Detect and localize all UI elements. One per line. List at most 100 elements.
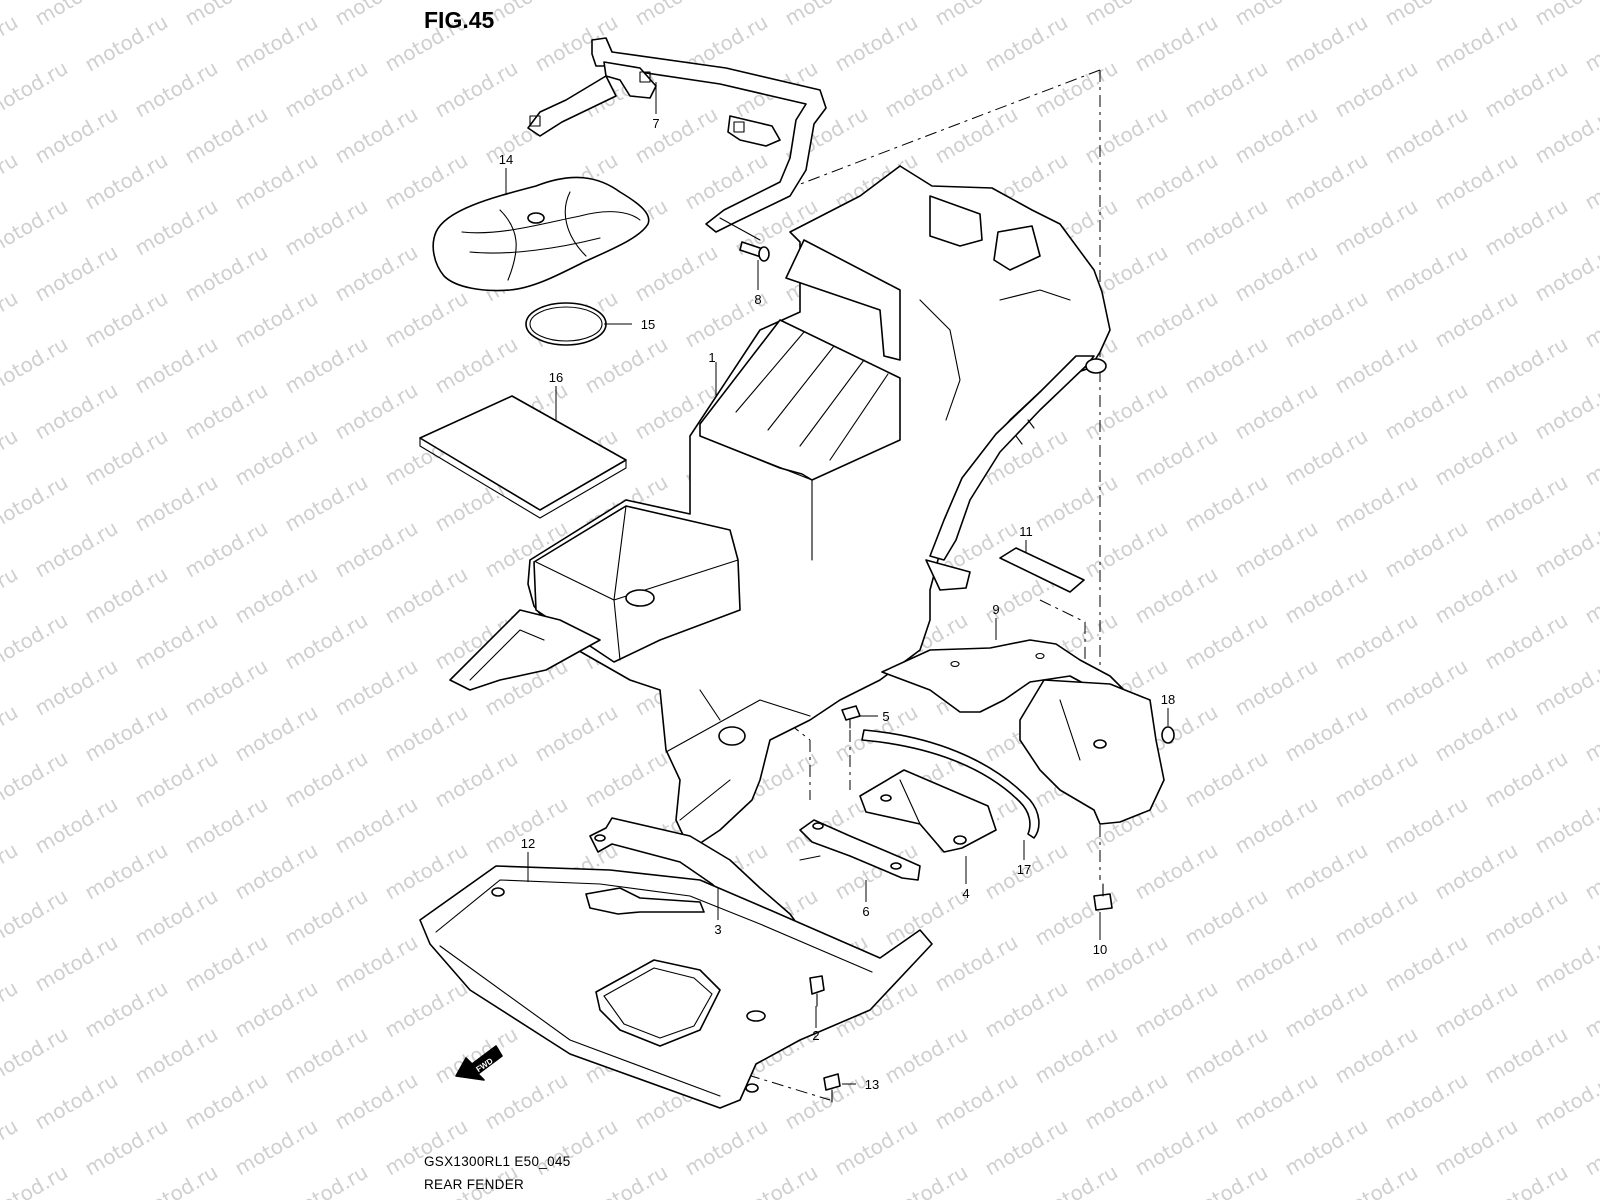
watermark-text: motod.ru: [1131, 148, 1222, 215]
watermark-text: motod.ru: [331, 378, 422, 445]
callout-8: 8: [754, 292, 761, 307]
watermark-text: motod.ru: [0, 884, 72, 951]
callouts: 1 2 3 4 5 6 7 8 9 10 11 12 13 14 15 16 1…: [499, 116, 1175, 1092]
watermark-text: motod.ru: [1431, 700, 1522, 767]
watermark-text: motod.ru: [0, 10, 22, 77]
undertray: [419, 855, 933, 1109]
watermark-text: motod.ru: [1381, 516, 1472, 583]
watermark-text: motod.ru: [81, 838, 172, 905]
watermark-text: motod.ru: [0, 1022, 72, 1089]
watermark-text: motod.ru: [1031, 56, 1122, 123]
watermark-text: motod.ru: [381, 562, 472, 629]
watermark-text: motod.ru: [1331, 56, 1422, 123]
watermark-text: motod.ru: [31, 516, 122, 583]
watermark-text: motod.ru: [131, 470, 222, 537]
watermark-text: motod.ru: [781, 0, 872, 30]
watermark-text: motod.ru: [31, 792, 122, 859]
watermark-text: motod.ru: [331, 654, 422, 721]
watermark-text: motod.ru: [1181, 884, 1272, 951]
watermark-text: motod.ru: [0, 194, 72, 261]
watermark-text: motod.ru: [1381, 654, 1472, 721]
watermark-text: motod.ru: [1481, 56, 1572, 123]
watermark-text: motod.ru: [1281, 424, 1372, 491]
watermark-text: motod.ru: [31, 378, 122, 445]
watermark-text: motod.ru: [1231, 240, 1322, 307]
watermark-text: motod.ru: [331, 1068, 422, 1135]
watermark-text: motod.ru: [0, 424, 22, 491]
watermark-text: motod.ru: [31, 102, 122, 169]
watermark-text: motod.ru: [231, 148, 322, 215]
figure-caption: REAR FENDER: [424, 1177, 524, 1192]
watermark-text: motod.ru: [1381, 102, 1472, 169]
watermark-text: motod.ru: [381, 700, 472, 767]
watermark-text: motod.ru: [1081, 930, 1172, 997]
washer-18: [1161, 726, 1175, 744]
watermark-text: motod.ru: [1081, 378, 1172, 445]
watermark-text: motod.ru: [1481, 884, 1572, 951]
watermark-text: motod.ru: [531, 1114, 622, 1181]
watermark-text: motod.ru: [1131, 10, 1222, 77]
watermark-text: motod.ru: [1531, 1068, 1600, 1135]
watermark-text: motod.ru: [0, 608, 72, 675]
watermark-text: motod.ru: [331, 516, 422, 583]
watermark-text: motod.ru: [181, 1068, 272, 1135]
watermark-text: motod.ru: [1181, 1160, 1272, 1200]
leader-lines: [505, 82, 1169, 1085]
watermark-text: motod.ru: [281, 470, 372, 537]
watermark-text: motod.ru: [1431, 286, 1522, 353]
watermark-text: motod.ru: [1331, 194, 1422, 261]
watermark-text: motod.ru: [81, 562, 172, 629]
watermark-text: motod.ru: [181, 102, 272, 169]
watermark-text: motod.ru: [81, 1114, 172, 1181]
watermark-text: motod.ru: [131, 194, 222, 261]
watermark-text: motod.ru: [1231, 102, 1322, 169]
watermark-text: motod.ru: [881, 1160, 972, 1200]
watermark-text: motod.ru: [1181, 56, 1272, 123]
watermark-text: motod.ru: [1231, 516, 1322, 583]
watermark-text: motod.ru: [1281, 562, 1372, 629]
watermark-text: motod.ru: [281, 608, 372, 675]
watermark-text: motod.ru: [131, 1022, 222, 1089]
watermark-text: motod.ru: [1381, 1068, 1472, 1135]
callout-7: 7: [652, 116, 659, 131]
callout-5: 5: [882, 709, 889, 724]
watermark-text: motod.ru: [1481, 194, 1572, 261]
watermark-text: motod.ru: [231, 976, 322, 1043]
watermark-text: motod.ru: [181, 240, 272, 307]
watermark-text: motod.ru: [281, 746, 372, 813]
watermark-text: motod.ru: [1131, 562, 1222, 629]
watermark-text: motod.ru: [1231, 0, 1322, 30]
callout-3: 3: [714, 922, 721, 937]
watermark-text: motod.ru: [331, 792, 422, 859]
watermark-text: motod.ru: [1081, 0, 1172, 30]
watermark-text: motod.ru: [0, 838, 22, 905]
watermark-text: motod.ru: [331, 930, 422, 997]
watermark-text: motod.ru: [831, 10, 922, 77]
watermark-text: motod.ru: [831, 1114, 922, 1181]
watermark-text: motod.ru: [1581, 1114, 1600, 1181]
watermark-text: motod.ru: [181, 792, 272, 859]
watermark-text: motod.ru: [581, 1160, 672, 1200]
watermark-text: motod.ru: [1081, 516, 1172, 583]
watermark-text: motod.ru: [1181, 332, 1272, 399]
watermark-text: motod.ru: [1431, 1114, 1522, 1181]
watermark-text: motod.ru: [731, 1160, 822, 1200]
callout-16: 16: [549, 370, 563, 385]
watermark-text: motod.ru: [1581, 286, 1600, 353]
watermark-text: motod.ru: [81, 700, 172, 767]
watermark-text: motod.ru: [931, 102, 1022, 169]
watermark-text: motod.ru: [1331, 608, 1422, 675]
watermark-text: motod.ru: [1381, 378, 1472, 445]
watermark-text: motod.ru: [1181, 1022, 1272, 1089]
watermark-text: motod.ru: [181, 0, 272, 30]
watermark-text: motod.ru: [1331, 1022, 1422, 1089]
watermark-text: motod.ru: [131, 608, 222, 675]
callout-14: 14: [499, 152, 513, 167]
watermark-text: motod.ru: [1431, 424, 1522, 491]
watermark-text: motod.ru: [431, 746, 522, 813]
watermark-text: motod.ru: [1031, 1160, 1122, 1200]
watermark-text: motod.ru: [1481, 1160, 1572, 1200]
callout-13: 13: [865, 1077, 879, 1092]
